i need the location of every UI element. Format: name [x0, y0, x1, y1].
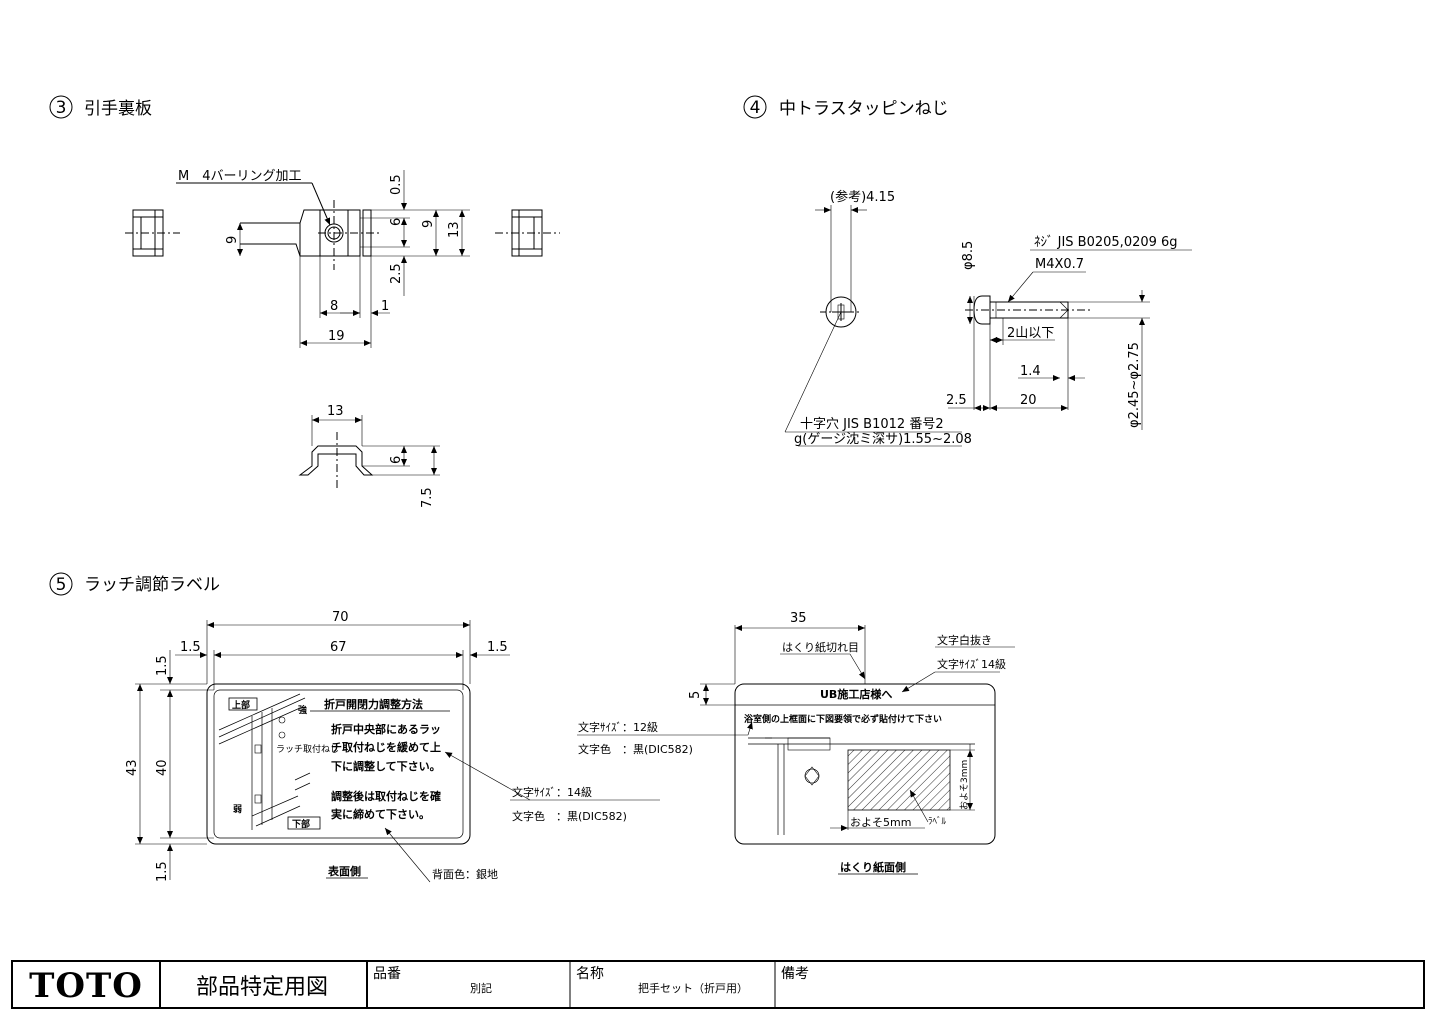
dim-9-left: 9	[225, 236, 240, 244]
thread-end-note: 2山以下	[1007, 326, 1054, 341]
dim-1-5-top: 1.5	[155, 655, 170, 676]
section-3-heading: 3 引手裏板	[49, 95, 152, 119]
white-text-note: 文字白抜き	[937, 633, 992, 647]
section-5-heading: 5 ラッチ調節ラベル	[49, 572, 220, 596]
peel-cut-note: はくり紙切れ目	[782, 640, 859, 654]
approx-3mm: およそ3mm	[959, 760, 970, 810]
thread-size: M4X0.7	[1035, 257, 1084, 272]
label-note: ﾗﾍﾞﾙ	[928, 816, 947, 827]
dim-8: 8	[330, 299, 338, 314]
section-5-number: 5	[56, 575, 67, 595]
dim-67: 67	[330, 640, 347, 655]
dim-13-bottom: 13	[327, 404, 344, 419]
toto-logo: TOTO	[29, 966, 143, 1006]
section-4-title: 中トラスタッピンねじ	[779, 99, 949, 119]
part4-labels: (参考)4.15 ﾈｼﾞ JIS B0205,0209 6g M4X0.7 φ8…	[794, 189, 1178, 447]
dim-35: 35	[790, 611, 807, 626]
front-text-color: 文字色 ：黒(DIC582)	[512, 809, 627, 823]
approx-5mm: およそ5mm	[850, 816, 911, 829]
label-line-3: 下に調整して下さい。	[331, 759, 441, 773]
section-5-title: ラッチ調節ラベル	[84, 575, 220, 595]
label-line-2: チ取付ねじを緩めて上	[331, 740, 441, 754]
gauge-depth-note: g(ゲージ沈ミ深サ)1.55~2.08	[794, 432, 972, 447]
part-no-label: 品番	[373, 966, 401, 982]
arrow-weak: 弱	[233, 804, 242, 815]
front-text-size: 文字ｻｲｽﾞ：14級	[512, 785, 592, 799]
section-4-number: 4	[750, 98, 761, 118]
size12-note: 文字ｻｲｽﾞ：12級	[578, 720, 658, 734]
dim-40: 40	[155, 759, 170, 776]
dim-7-5: 7.5	[420, 487, 435, 508]
section-3-title: 引手裏板	[84, 98, 152, 119]
label-bottom-tag: 下部	[292, 818, 310, 830]
dim-6: 6	[389, 218, 404, 226]
label-line-5: 調整後は取付ねじを確	[331, 789, 441, 803]
front-caption: 表面側	[327, 864, 361, 878]
part3-drawing	[125, 170, 560, 488]
head-diameter: φ8.5	[961, 241, 976, 270]
part5-front-labels: 70 67 1.5 1.5 1.5 43 40 1.5 上部 下部 折戸開閉力調…	[125, 610, 627, 882]
name-label: 名称	[576, 966, 604, 982]
screw-ref-length: (参考)4.15	[830, 189, 895, 205]
dim-1-5-bottom: 1.5	[155, 861, 170, 882]
section-3-number: 3	[56, 98, 67, 118]
part5-back-drawing	[577, 625, 1015, 875]
arrow-strong: 強	[298, 704, 307, 716]
dim-6-bottom: 6	[389, 456, 404, 464]
back-caption: はくり紙面側	[840, 860, 906, 874]
background-note: 背面色：銀地	[432, 867, 498, 881]
part4-drawing	[784, 205, 1192, 447]
back-color-note: 文字色 ：黒(DIC582)	[578, 742, 693, 756]
label-heading: 折戸開閉力調整方法	[324, 697, 423, 711]
remarks-label: 備考	[781, 966, 809, 982]
dim-9-right: 9	[421, 220, 436, 228]
name-value: 把手セット（折戸用）	[638, 981, 748, 995]
dim-2-5-screw: 2.5	[946, 393, 967, 408]
part3-labels: M 4バーリング加工 0.5 6 9 13 2.5 9 8 1 19 13 6 …	[178, 169, 462, 508]
back-header: UB施工店様へ	[820, 687, 892, 701]
dim-43: 43	[125, 759, 140, 776]
dim-1-5-right: 1.5	[487, 640, 508, 655]
dim-1-5-left: 1.5	[180, 640, 201, 655]
part-no-value: 別記	[470, 981, 492, 995]
part5-back-labels: 35 5 UB施工店様へ 浴室側の上框面に下図要領で必ず貼付けて下さい はくり紙…	[578, 611, 1006, 874]
dim-13: 13	[447, 221, 462, 238]
drawing-title: 部品特定用図	[196, 975, 328, 1000]
dim-70: 70	[332, 610, 349, 625]
size14-note: 文字ｻｲｽﾞ14級	[937, 657, 1006, 671]
dim-2-5: 2.5	[389, 263, 404, 284]
title-block: TOTO 部品特定用図 品番 別記 名称 把手セット（折戸用） 備考	[11, 960, 1425, 1009]
latch-screw-note: ラッチ取付ねじ	[276, 744, 339, 755]
tip-diameter: φ2.45~φ2.75	[1127, 342, 1142, 428]
back-instruction: 浴室側の上框面に下図要領で必ず貼付けて下さい	[744, 713, 942, 725]
label-line-6: 実に締めて下さい。	[331, 807, 430, 821]
section-4-heading: 4 中トラスタッピンねじ	[743, 95, 949, 119]
label-top-tag: 上部	[232, 699, 250, 711]
thread-spec: ﾈｼﾞ JIS B0205,0209 6g	[1034, 235, 1178, 250]
dim-19: 19	[328, 329, 345, 344]
burring-note: M 4バーリング加工	[178, 169, 302, 184]
dim-1-4: 1.4	[1020, 364, 1041, 379]
dim-0-5: 0.5	[389, 174, 404, 195]
cross-recess-note: 十字穴 JIS B1012 番号2	[800, 417, 944, 432]
part5-front-drawing	[135, 620, 660, 883]
dim-20: 20	[1020, 393, 1037, 408]
label-line-1: 折戸中央部にあるラッ	[331, 722, 441, 736]
dim-5: 5	[688, 691, 703, 699]
dim-1: 1	[381, 299, 389, 314]
